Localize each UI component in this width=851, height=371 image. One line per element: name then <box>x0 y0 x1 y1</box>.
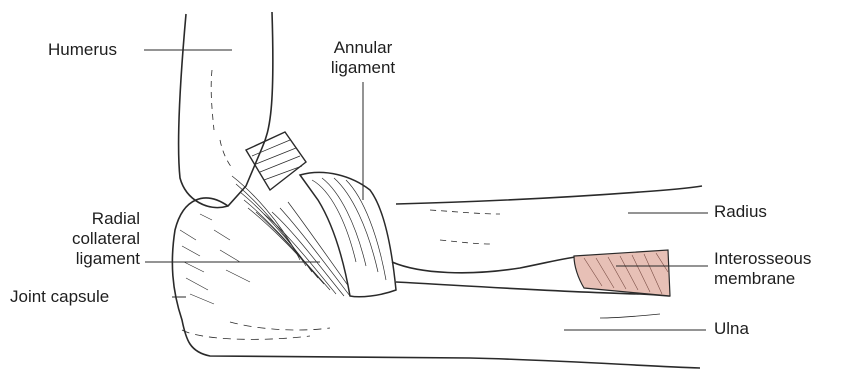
joint-capsule-hatching <box>180 214 250 304</box>
label-interosseous-membrane: Interosseous membrane <box>714 249 811 289</box>
label-radial-collateral-ligament-line3: ligament <box>46 249 140 269</box>
label-humerus: Humerus <box>48 40 117 60</box>
label-radial-collateral-ligament-line2: collateral <box>46 229 140 249</box>
humerus-bone <box>179 12 273 208</box>
humerus-shading <box>211 70 232 168</box>
label-annular-ligament: Annular ligament <box>318 38 408 78</box>
interosseous-membrane <box>574 250 670 296</box>
label-annular-ligament-line1: Annular <box>318 38 408 58</box>
radius-lower-edge <box>392 256 582 273</box>
capitulum <box>246 132 306 190</box>
label-radius: Radius <box>714 202 767 222</box>
label-ulna: Ulna <box>714 319 749 339</box>
label-annular-ligament-line2: ligament <box>318 58 408 78</box>
label-radial-collateral-ligament-line1: Radial <box>46 209 140 229</box>
label-radial-collateral-ligament: Radial collateral ligament <box>46 209 140 269</box>
label-interosseous-membrane-line1: Interosseous <box>714 249 811 269</box>
label-joint-capsule: Joint capsule <box>10 287 109 307</box>
label-interosseous-membrane-line2: membrane <box>714 269 811 289</box>
radius-bone <box>396 186 702 204</box>
